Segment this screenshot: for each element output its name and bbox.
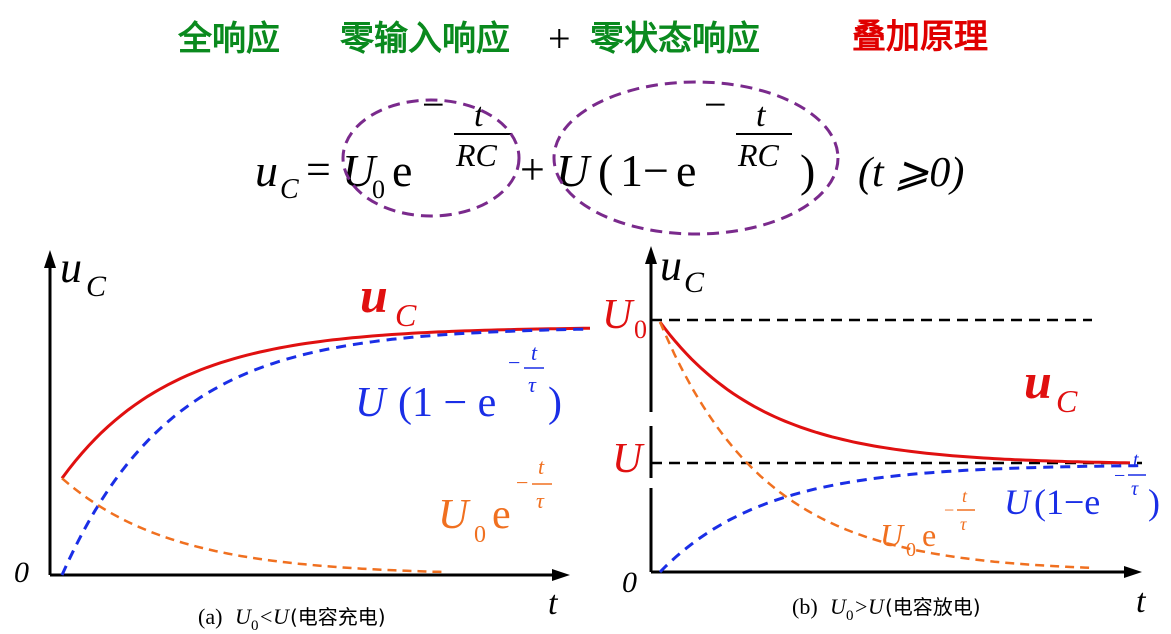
graph-b-U0-tick-sub: 0 bbox=[634, 315, 647, 344]
formula-term2-exp-minus: − bbox=[704, 82, 727, 127]
superposition-principle-title: 叠加原理 bbox=[852, 17, 988, 57]
graph-a-zs-label-paren: (1 − e bbox=[398, 380, 496, 426]
graph-b-uc-curve bbox=[658, 321, 1131, 465]
graph-b-x-label: t bbox=[1136, 583, 1147, 620]
graph-b-y-arrow bbox=[645, 246, 657, 264]
full-response-formula: u C = U 0 e − t RC + U ( 1− e − t RC ) (… bbox=[255, 80, 964, 236]
graph-b-discharging: u C t 0 U 0 U u C U (1−e − t τ ) U 0 e −… bbox=[602, 241, 1160, 624]
formula-term2-U: U bbox=[556, 145, 592, 196]
graph-b-caption-prefix: (b) bbox=[792, 594, 818, 619]
graph-b-zi-label-e: e bbox=[922, 517, 936, 553]
graph-b-axis-gap-1 bbox=[646, 412, 656, 426]
graph-a-zero-state-curve bbox=[60, 327, 591, 576]
graph-a-y-label-sub: C bbox=[86, 270, 107, 303]
graph-a-y-arrow bbox=[44, 250, 56, 268]
graph-b-uc-label-var: u bbox=[1024, 353, 1052, 409]
graph-b-zs-label-U: U bbox=[1004, 482, 1032, 522]
graph-b-zs-exp-num: t bbox=[1133, 449, 1139, 471]
graph-a-charging: u C t 0 u C U (1 − e − t τ ) U 0 e − t τ… bbox=[14, 243, 591, 634]
zero-state-title: 零状态响应 bbox=[590, 19, 760, 59]
graph-a-zi-exp-minus: − bbox=[516, 470, 528, 495]
graph-b-zi-exp-minus: − bbox=[944, 500, 954, 520]
formula-term2-open-paren: ( bbox=[598, 145, 613, 196]
graph-a-zi-label-e: e bbox=[492, 492, 511, 538]
graph-a-caption-text: (电容充电) bbox=[290, 605, 386, 629]
formula-term1-exp-num: t bbox=[474, 97, 485, 134]
graph-b-zs-exp-den: τ bbox=[1131, 478, 1139, 500]
graph-a-caption-prefix: (a) bbox=[198, 604, 222, 629]
graph-b-caption-U0: U bbox=[830, 594, 848, 619]
graph-b-zi-exp-den: τ bbox=[960, 514, 967, 534]
graph-b-zero-state-curve bbox=[658, 464, 1141, 574]
formula-plus: + bbox=[520, 145, 545, 194]
graph-a-uc-label-var: u bbox=[360, 267, 388, 323]
graph-b-origin-label: 0 bbox=[622, 566, 637, 599]
graph-a-zi-exp-den: τ bbox=[536, 488, 545, 513]
graph-b-zi-label-U: U bbox=[880, 517, 905, 553]
graph-a-zs-exp-num: t bbox=[531, 340, 538, 365]
graph-a-caption-U0-sub: 0 bbox=[251, 618, 259, 634]
full-response-title: 全响应 bbox=[177, 19, 280, 59]
formula-term2-close-paren: ) bbox=[800, 145, 815, 196]
formula-term2-one-minus: 1− bbox=[620, 145, 669, 196]
graph-a-zs-exp-den: τ bbox=[528, 372, 537, 397]
graph-b-zs-label-close: ) bbox=[1148, 482, 1160, 522]
plus-sign: + bbox=[548, 16, 571, 61]
graph-b-axis-gap-2 bbox=[646, 478, 656, 488]
graph-b-y-label-sub: C bbox=[684, 266, 705, 299]
formula-equals: = bbox=[306, 145, 331, 194]
graph-a-caption-U: U bbox=[273, 604, 291, 629]
graph-a-zs-label-close: ) bbox=[548, 380, 562, 426]
graph-a-uc-curve bbox=[60, 326, 591, 480]
graph-b-caption-U0-sub: 0 bbox=[846, 608, 854, 624]
graph-b-uc-label-sub: C bbox=[1056, 383, 1078, 419]
graph-a-zi-exp-num: t bbox=[538, 454, 545, 479]
formula-condition: (t ⩾0) bbox=[858, 150, 964, 196]
graph-a-origin-label: 0 bbox=[14, 556, 29, 589]
formula-term1-exp-minus: − bbox=[422, 82, 445, 127]
formula-term2-exp-den: RC bbox=[737, 137, 780, 173]
graph-a-zero-input-curve bbox=[61, 477, 446, 574]
formula-term2-exp-num: t bbox=[756, 97, 767, 134]
graph-b-zs-exp-minus: − bbox=[1114, 465, 1125, 487]
graph-a-caption-U0: U bbox=[235, 604, 253, 629]
graph-b-zi-exp-num: t bbox=[962, 486, 968, 506]
formula-lhs-var: u bbox=[255, 145, 278, 196]
formula-term1-e: e bbox=[392, 145, 412, 196]
formula-term2-e: e bbox=[676, 145, 696, 196]
graph-a-y-label-var: u bbox=[60, 243, 82, 292]
graph-a-zs-exp-minus: − bbox=[508, 350, 520, 375]
graph-b-caption-gt: > bbox=[855, 594, 867, 619]
graph-a-zs-label-U: U bbox=[355, 380, 388, 426]
graph-a-caption: (a) U 0 < U (电容充电) bbox=[198, 604, 386, 634]
formula-term1-U: U bbox=[342, 145, 378, 196]
zero-state-ellipse bbox=[552, 80, 840, 236]
graph-b-U-tick-label: U bbox=[612, 436, 645, 482]
graph-a-x-arrow bbox=[552, 569, 570, 581]
graph-b-caption-text: (电容放电) bbox=[885, 595, 981, 619]
header: 全响应 零输入响应 + 零状态响应 叠加原理 bbox=[177, 16, 988, 61]
formula-term1-exp-den: RC bbox=[455, 137, 498, 173]
graph-b-zs-label-paren: (1−e bbox=[1034, 482, 1100, 522]
graph-b-zi-label-sub: 0 bbox=[906, 539, 916, 561]
formula-lhs-sub: C bbox=[280, 174, 299, 205]
graph-b-y-label-var: u bbox=[660, 241, 682, 290]
graph-b-caption: (b) U 0 > U (电容放电) bbox=[792, 594, 981, 624]
graph-b-zero-input-curve bbox=[658, 321, 1091, 570]
graph-a-x-label: t bbox=[548, 585, 559, 622]
graph-a-zi-label-U: U bbox=[438, 492, 471, 538]
formula-term1-sub: 0 bbox=[372, 175, 385, 204]
zero-input-ellipse bbox=[341, 98, 521, 218]
graph-a-caption-lt: < bbox=[260, 604, 272, 629]
graph-a-zi-label-sub: 0 bbox=[474, 522, 486, 548]
graph-a-uc-label-sub: C bbox=[395, 297, 417, 333]
graph-b-U0-tick-label: U bbox=[602, 292, 635, 338]
graph-b-x-arrow bbox=[1124, 566, 1142, 578]
zero-input-title: 零输入响应 bbox=[340, 19, 510, 59]
graph-b-caption-U: U bbox=[868, 594, 886, 619]
